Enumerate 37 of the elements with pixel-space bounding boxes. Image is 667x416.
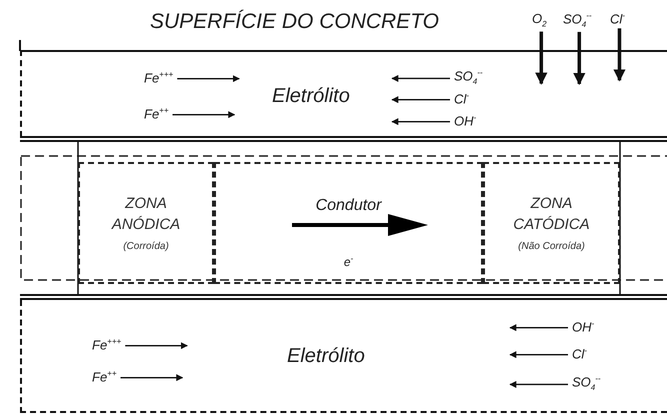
ion-label: OH$^{-}$ [572,320,594,334]
arrow [177,75,240,82]
arrow [573,32,586,86]
diagram-title: SUPERFÍCIE DO CONCRETO [150,10,439,34]
ion-label: Fe$^{+++}$ [144,71,174,84]
ion-label: O$_{2}$ [532,12,547,29]
electrolyte-band [20,300,667,413]
arrow [509,351,568,358]
corrosion-zone [483,162,620,284]
conductor-zone [214,162,483,284]
electrolyte-label: Eletrólito [272,85,350,108]
ion-label: Cl$^{-}$ [610,12,625,26]
arrow [391,96,450,104]
ion-label: Fe$^{+++}$ [92,338,122,352]
zone-note: (Não Corroída) [518,240,585,252]
ion-label: Fe$^{++}$ [144,107,169,120]
zone-note: (Corroída) [123,240,169,252]
electron-label: e$^{-}$ [342,254,354,269]
conductor-label: Condutor [314,197,383,215]
zone-title: ZONA ANÓDICA [110,194,182,234]
ion-label: OH$^{-}$ [454,114,476,128]
arrow [172,111,236,118]
ion-label: Fe$^{++}$ [92,370,117,384]
arrow [509,324,568,332]
arrow [613,28,626,82]
arrow [535,32,548,85]
arrow [509,380,568,388]
arrow [391,74,450,82]
electrolyte-band [20,50,667,137]
corrosion-zone [78,162,214,284]
arrow [391,118,450,126]
zone-title: ZONA CATÓDICA [512,194,591,234]
ion-label: Cl$^{-}$ [572,347,587,360]
electrolyte-label: Eletrólito [287,345,365,368]
ion-label: Cl$^{-}$ [454,92,469,106]
arrow [120,374,184,382]
arrow [125,342,188,350]
